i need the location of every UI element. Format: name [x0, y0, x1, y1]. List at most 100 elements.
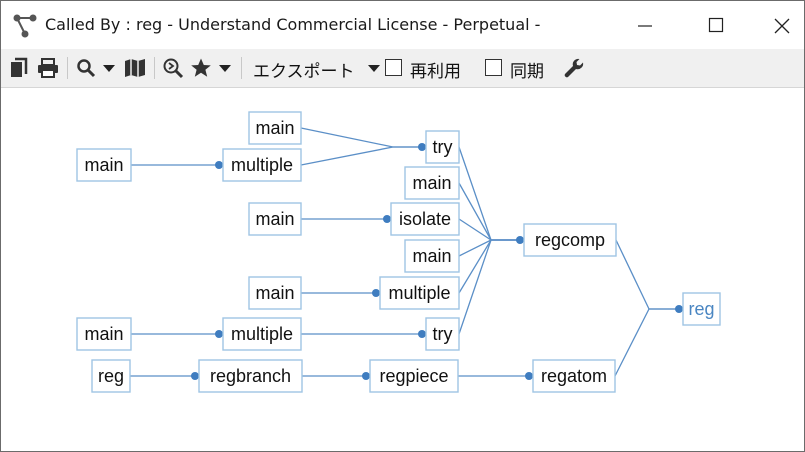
zoom-button[interactable]	[74, 49, 98, 87]
edge-arrow-dot	[418, 143, 426, 151]
node-box	[390, 202, 460, 236]
edge-arrow-dot	[372, 289, 380, 297]
node-box	[425, 130, 460, 164]
graph-node[interactable]: main	[248, 202, 302, 236]
node-box	[532, 359, 616, 393]
node-box	[222, 148, 302, 182]
graph-node[interactable]: main	[404, 239, 460, 273]
node-box	[379, 276, 460, 310]
search-button[interactable]	[161, 49, 185, 87]
graph-node[interactable]: try	[425, 130, 460, 164]
node-label: main	[412, 173, 451, 193]
node-label: multiple	[388, 283, 450, 303]
zoom-dropdown[interactable]	[100, 49, 118, 87]
caret-down-icon	[102, 63, 116, 73]
call-edge	[458, 239, 520, 294]
node-box	[248, 111, 302, 145]
close-icon	[758, 18, 804, 53]
node-label: main	[412, 246, 451, 266]
sync-label: 同期	[510, 62, 544, 82]
call-graph-icon	[12, 13, 38, 39]
copy-button[interactable]	[7, 49, 31, 87]
node-label: regbranch	[210, 366, 291, 386]
minimize-button[interactable]	[621, 1, 667, 49]
title-bar[interactable]: Called By : reg - Understand Commercial …	[1, 1, 804, 49]
edge-arrow-dot	[215, 330, 223, 338]
node-box	[198, 359, 303, 393]
caret-down-icon	[367, 63, 381, 73]
node-box	[404, 166, 460, 200]
graph-node[interactable]: regatom	[532, 359, 616, 393]
export-dropdown[interactable]	[365, 49, 383, 87]
minimize-icon	[621, 25, 667, 53]
maximize-button[interactable]	[691, 1, 737, 49]
call-edge	[300, 127, 422, 148]
toolbar-separator	[154, 57, 155, 79]
toolbar: エクスポート 再利用 同期	[1, 49, 804, 88]
node-label: main	[255, 118, 294, 138]
favorites-button[interactable]	[189, 49, 213, 87]
graph-node[interactable]: multiple	[222, 148, 302, 182]
magnifier-icon	[76, 58, 96, 78]
map-button[interactable]	[122, 49, 148, 87]
favorites-dropdown[interactable]	[216, 49, 234, 87]
node-label: try	[433, 324, 453, 344]
node-box	[404, 239, 460, 273]
close-button[interactable]	[758, 1, 804, 49]
graph-node[interactable]: main	[248, 111, 302, 145]
graph-node[interactable]: main	[76, 317, 132, 351]
toolbar-separator	[67, 57, 68, 79]
node-box	[76, 317, 132, 351]
node-box	[91, 359, 131, 393]
graph-node-target[interactable]: reg	[682, 292, 721, 326]
export-menu[interactable]: エクスポート	[253, 62, 355, 82]
node-label: multiple	[231, 155, 293, 175]
sync-checkbox[interactable]	[485, 59, 502, 76]
star-icon	[190, 57, 212, 79]
node-box	[369, 359, 459, 393]
copy-icon	[9, 57, 29, 79]
node-label: multiple	[231, 324, 293, 344]
edge-arrow-dot	[525, 372, 533, 380]
graph-node[interactable]: main	[404, 166, 460, 200]
graph-node[interactable]: reg	[91, 359, 131, 393]
reuse-checkbox[interactable]	[385, 59, 402, 76]
call-edge	[458, 146, 520, 241]
settings-button[interactable]	[561, 49, 587, 87]
edge-arrow-dot	[215, 161, 223, 169]
call-edge	[615, 239, 679, 310]
node-label: regpiece	[379, 366, 448, 386]
call-edge	[458, 239, 520, 335]
graph-node[interactable]: try	[425, 317, 460, 351]
node-box	[248, 276, 302, 310]
graph-node[interactable]: isolate	[390, 202, 460, 236]
node-label: isolate	[399, 209, 451, 229]
node-label: reg	[98, 366, 124, 386]
wrench-icon	[563, 57, 585, 79]
graph-node[interactable]: multiple	[222, 317, 302, 351]
node-box	[682, 292, 721, 326]
node-label: reg	[688, 299, 714, 319]
graph-node[interactable]: regcomp	[523, 223, 617, 257]
call-edge	[458, 182, 520, 241]
graph-canvas[interactable]: main main multiple try main main isolate main ma…	[1, 88, 804, 451]
graph-node[interactable]: main	[76, 148, 132, 182]
graph-node[interactable]: regpiece	[369, 359, 459, 393]
graph-node[interactable]: regbranch	[198, 359, 303, 393]
printer-icon	[37, 58, 59, 78]
map-icon	[124, 58, 146, 78]
edge-arrow-dot	[191, 372, 199, 380]
caret-down-icon	[218, 63, 232, 73]
print-button[interactable]	[35, 49, 61, 87]
node-box	[222, 317, 302, 351]
node-label: main	[84, 324, 123, 344]
call-graph: main main multiple try main main isolate main ma…	[76, 111, 721, 393]
edge-arrow-dot	[516, 236, 524, 244]
graph-node[interactable]: multiple	[379, 276, 460, 310]
reuse-label: 再利用	[410, 62, 461, 82]
graph-node[interactable]: main	[248, 276, 302, 310]
edge-arrow-dot	[675, 305, 683, 313]
node-label: regcomp	[535, 230, 605, 250]
call-edge	[300, 146, 422, 166]
